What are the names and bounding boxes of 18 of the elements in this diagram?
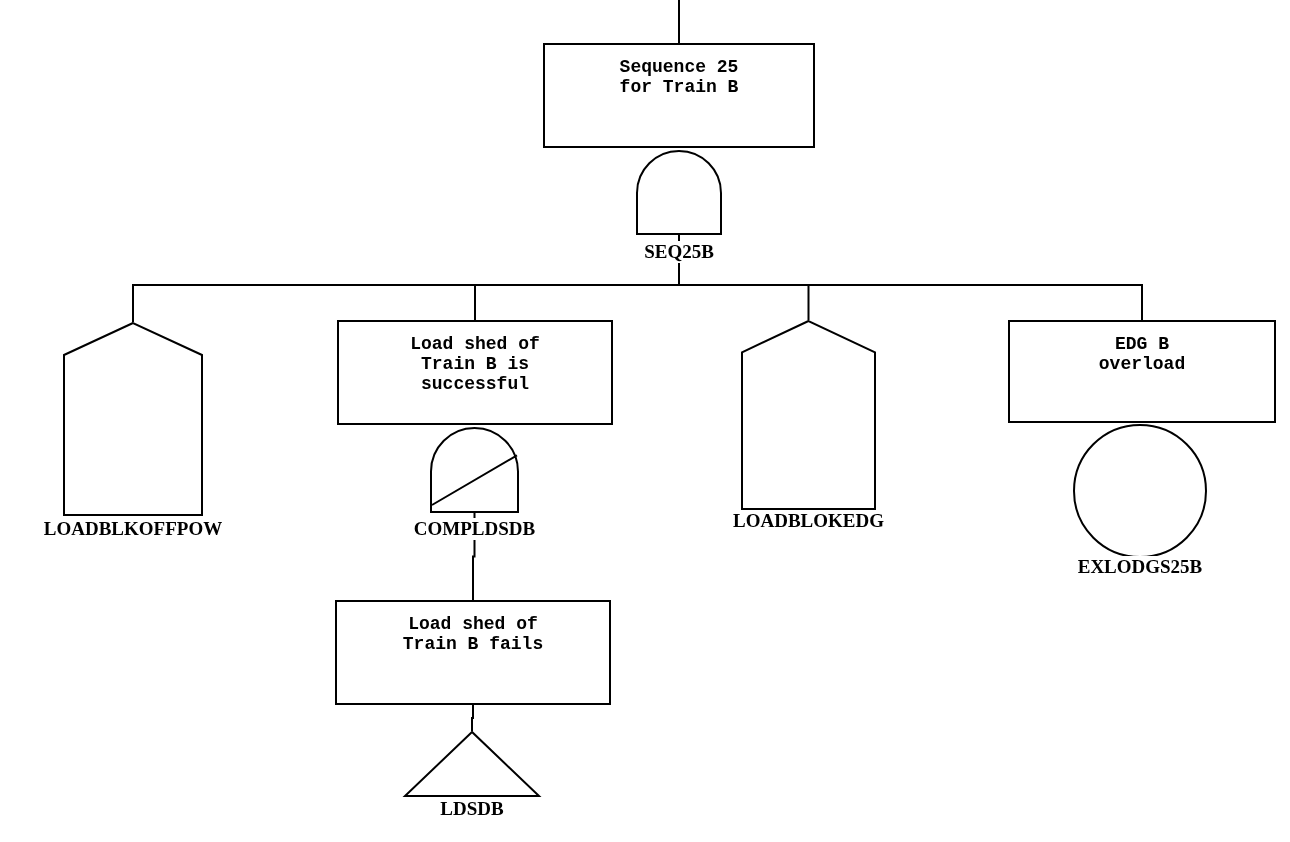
event-description: Sequence 25 for Train B	[618, 57, 740, 97]
event-description: EDG B overload	[1097, 334, 1187, 374]
event-box	[1008, 320, 1276, 423]
event-description: Load shed of Train B fails	[401, 614, 545, 654]
transfer-triangle	[404, 731, 540, 797]
house-event	[741, 320, 876, 510]
event-box	[337, 320, 613, 425]
complement-gate	[430, 427, 519, 513]
connector-line	[471, 704, 474, 732]
house-event	[63, 322, 203, 516]
event-id: SEQ25B	[642, 241, 716, 263]
event-box	[335, 600, 611, 705]
basic-event-circle	[1073, 424, 1207, 558]
and-gate	[636, 150, 722, 235]
event-description: Load shed of Train B is successful	[409, 334, 541, 394]
event-id: COMPLDSDB	[411, 518, 538, 540]
connector-line	[678, 0, 680, 44]
event-box	[543, 43, 815, 148]
